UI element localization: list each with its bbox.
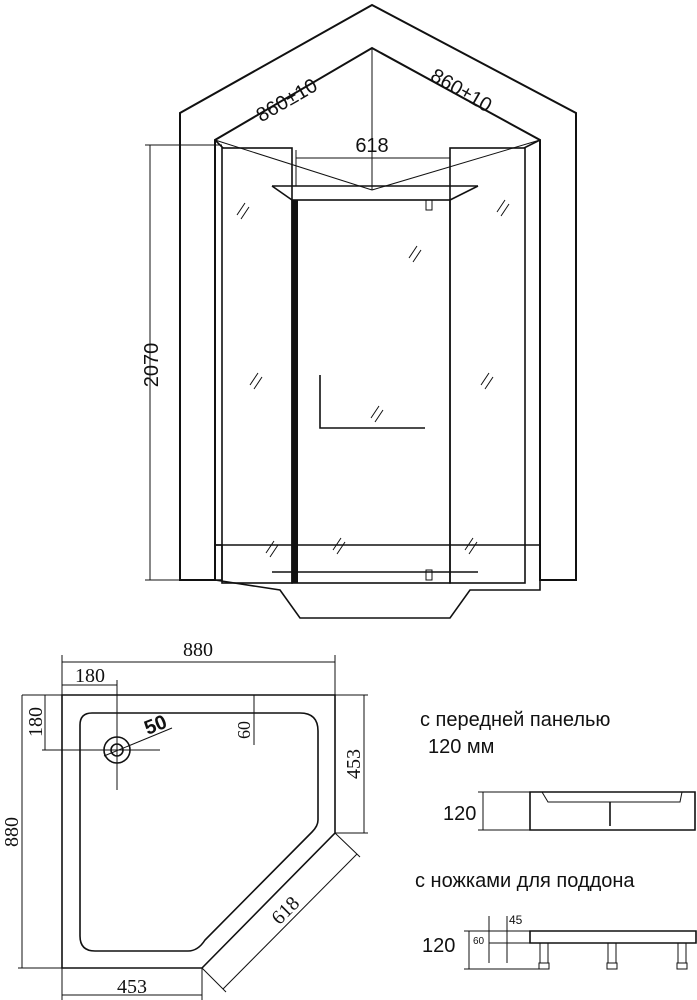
elevation-view: 2070 618 860±10 860±10: [141, 3, 577, 619]
glass-reflection-marks: [236, 199, 510, 558]
door-panel: [291, 199, 451, 584]
left-glass-panel: [221, 147, 293, 584]
tray-depth-dimension: 880: [1, 817, 23, 847]
drain-offset-x-dimension: 180: [75, 665, 105, 687]
height-dimension: 2070: [141, 343, 163, 388]
right-side-dimension: 453: [343, 749, 365, 779]
front-panel-title: с передней панелью: [420, 709, 610, 731]
front-panel-subtitle: 120 мм: [428, 736, 494, 758]
wall-outline: [179, 3, 577, 581]
tray-legs: [538, 942, 688, 970]
tray-basin: [79, 712, 319, 952]
front-panel-height: 120: [443, 803, 476, 825]
door-handle: [319, 375, 425, 429]
drain-offset-y-dimension: 180: [25, 707, 47, 737]
legs-tray-profile: [529, 930, 697, 944]
legs-title: с ножками для поддона: [415, 870, 635, 892]
drain-diameter-dimension: 50: [141, 711, 170, 740]
legs-variant: с ножками для поддона 120 60 45: [415, 870, 697, 970]
tray-plan-view: 880 180 180 880 50 60 453 453 618: [1, 639, 368, 1000]
legs-offset: 45: [509, 913, 523, 927]
front-edge-dimension: 618: [267, 892, 304, 929]
door-width-dimension: 618: [355, 135, 388, 157]
bottom-side-dimension: 453: [117, 976, 147, 998]
front-panel-variant: с передней панелью 120 мм 120: [420, 709, 696, 831]
tray-front: [214, 544, 541, 619]
front-panel-profile: [529, 791, 696, 831]
rim-width-dimension: 60: [234, 721, 254, 739]
right-glass-panel: [449, 147, 526, 584]
legs-height: 120: [422, 935, 455, 957]
legs-tray-height: 60: [473, 936, 485, 947]
tray-width-dimension: 880: [183, 639, 213, 661]
tray-outline: [61, 694, 336, 969]
tray-base: [214, 544, 223, 581]
